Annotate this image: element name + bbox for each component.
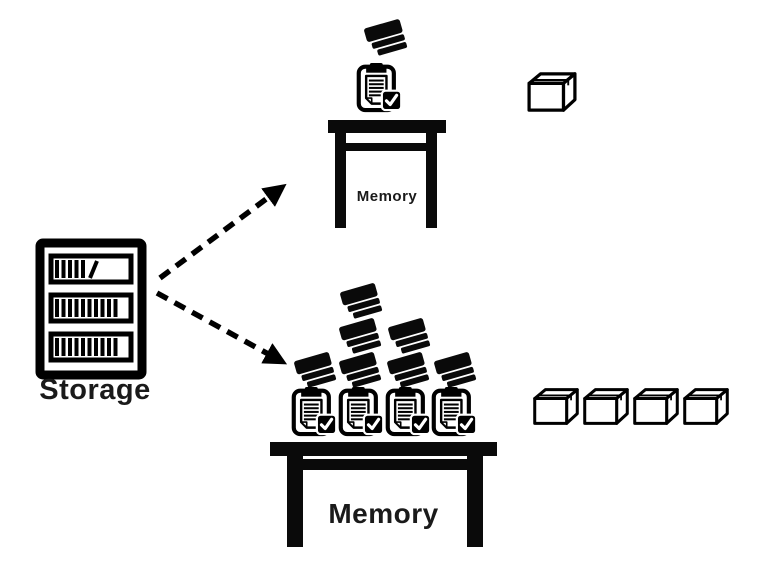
memory-large-label: Memory xyxy=(328,498,439,529)
dashed-arrow-to-small-memory xyxy=(158,183,287,281)
table-leg-left xyxy=(287,456,303,547)
book-stack-icon xyxy=(386,316,431,354)
box-icon xyxy=(526,71,578,113)
dashed-arrow-to-large-memory xyxy=(155,290,288,365)
bookshelf-icon xyxy=(35,238,147,380)
document-check-icon xyxy=(338,385,386,437)
document-check-icon xyxy=(291,385,339,437)
box-row xyxy=(532,387,730,426)
memory-small-label: Memory xyxy=(356,188,418,205)
book-stack-icon xyxy=(385,350,430,388)
book-stack-icon xyxy=(292,350,337,388)
box-icon xyxy=(682,387,730,426)
book-stack-icon xyxy=(432,350,477,388)
table-crossbar xyxy=(287,459,483,470)
memory-large-table-icon: Memory xyxy=(270,442,497,547)
book-stack-icon xyxy=(338,281,383,319)
table-leg-left xyxy=(335,133,346,228)
table-leg-right xyxy=(467,456,483,547)
storage-label: Storage xyxy=(39,374,151,406)
table-top xyxy=(328,120,446,133)
document-check-icon xyxy=(356,61,404,113)
table-crossbar xyxy=(335,143,437,151)
box-icon xyxy=(582,387,630,426)
document-check-icon xyxy=(431,385,479,437)
table-leg-right xyxy=(426,133,437,228)
memory-small-table-icon: Memory xyxy=(328,120,446,228)
book-stack-icon xyxy=(362,17,408,56)
book-stack-icon xyxy=(337,316,382,354)
book-stack-icon xyxy=(337,350,382,388)
box-icon xyxy=(532,387,580,426)
table-top xyxy=(270,442,497,456)
document-check-icon xyxy=(385,385,433,437)
box-icon xyxy=(632,387,680,426)
